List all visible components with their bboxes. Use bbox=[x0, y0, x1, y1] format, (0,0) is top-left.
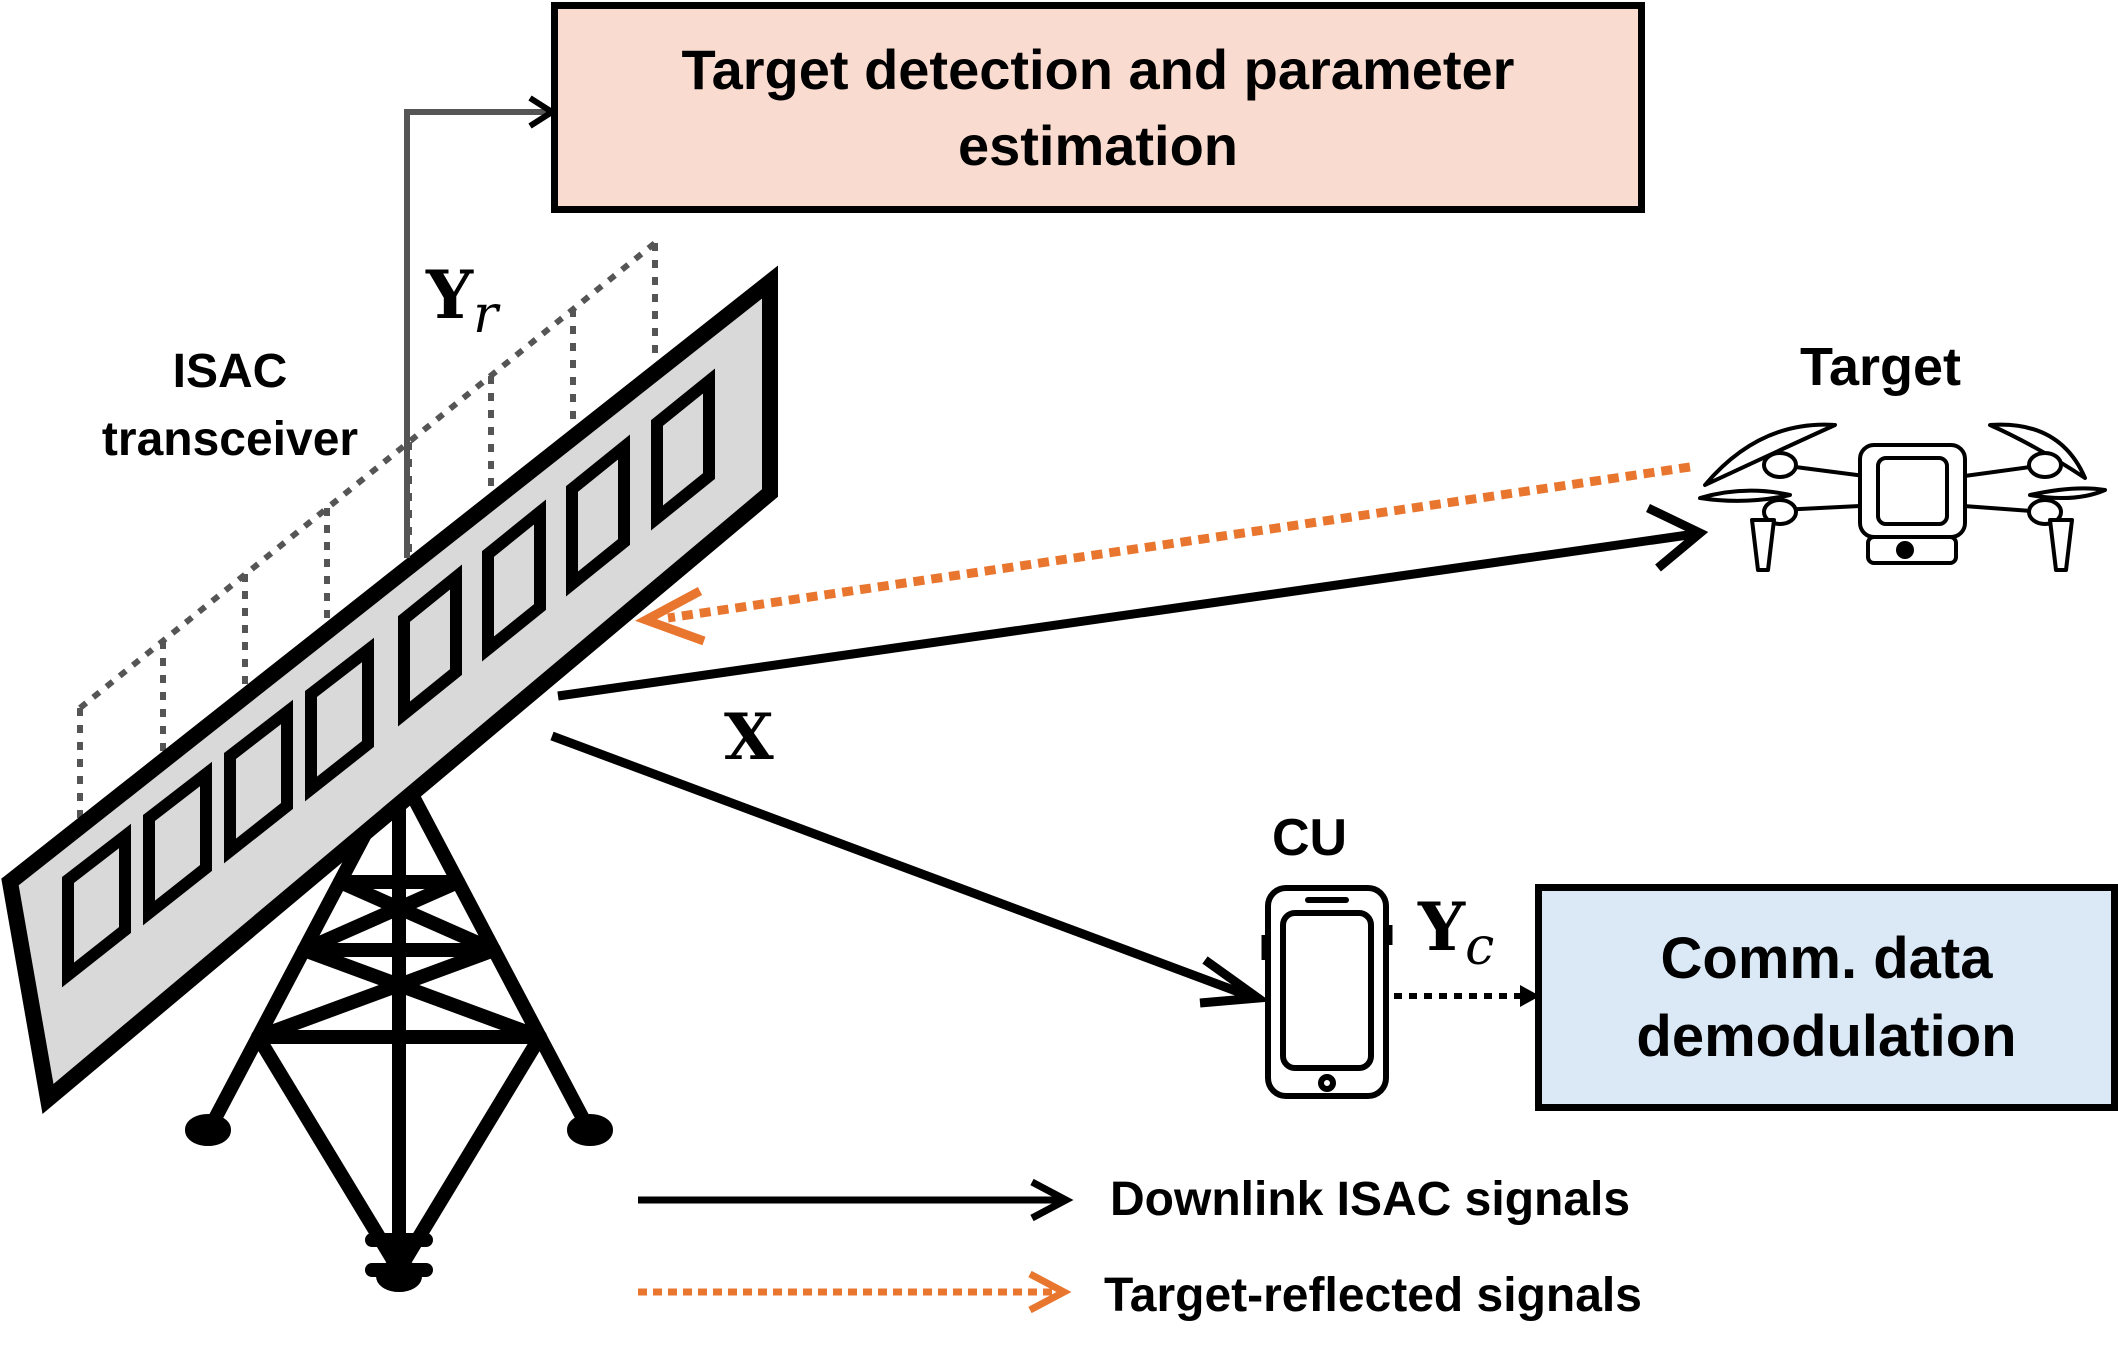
cu-label: CU bbox=[1272, 809, 1348, 867]
smartphone-icon bbox=[1261, 885, 1393, 1099]
downlink-to-cu-arrow bbox=[550, 731, 1271, 1008]
received-radar-signal-symbol: Yr bbox=[426, 256, 498, 345]
cell-tower-icon bbox=[185, 763, 613, 1292]
target-label: Target bbox=[1800, 337, 1962, 397]
cu-to-demod-arrow bbox=[1394, 985, 1540, 1007]
drone-icon bbox=[1698, 422, 2107, 572]
received-comm-signal-symbol: Yc bbox=[1418, 888, 1495, 977]
downlink-to-target-arrow bbox=[557, 503, 1709, 701]
target-detection-box: Target detection and parameter estimatio… bbox=[551, 2, 1645, 213]
comm-demodulation-box: Comm. data demodulation bbox=[1535, 884, 2118, 1111]
isac-transceiver-label: ISAC transceiver bbox=[101, 345, 359, 466]
legend-downlink-label: Downlink ISAC signals bbox=[1110, 1173, 1631, 1226]
legend-reflected-label: Target-reflected signals bbox=[1104, 1269, 1642, 1322]
legend-downlink-swatch bbox=[638, 1178, 1074, 1222]
antenna-array-icon bbox=[1, 265, 778, 1115]
legend-reflected-swatch bbox=[638, 1270, 1072, 1314]
legend bbox=[638, 1178, 1074, 1314]
transmit-signal-symbol: X bbox=[724, 700, 774, 775]
reflected-signal-arrow bbox=[634, 462, 1691, 646]
